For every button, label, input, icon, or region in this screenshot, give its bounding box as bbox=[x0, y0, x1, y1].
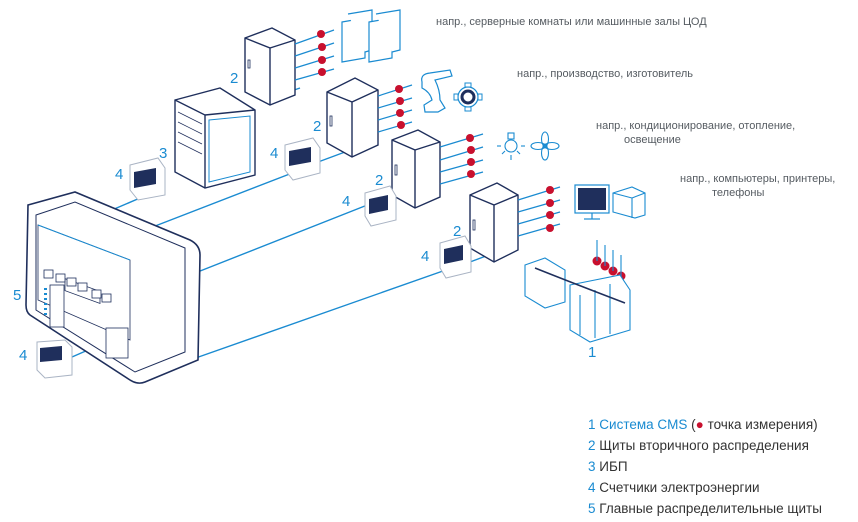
note-production: напр., производство, изготовитель bbox=[517, 68, 693, 80]
gear-icon bbox=[453, 82, 483, 112]
note-office-line2: телефоны bbox=[712, 187, 765, 199]
callout-meter-4: 4 bbox=[421, 248, 430, 265]
note-server-rooms: напр., серверные комнаты или машинные за… bbox=[436, 16, 707, 28]
legend-label: Главные распределительные щиты bbox=[599, 501, 822, 516]
note-hvac-line2: освещение bbox=[624, 134, 681, 146]
callout-subdist-4: 2 bbox=[453, 223, 462, 240]
note-hvac: напр., кондиционирование, отопление, осв… bbox=[596, 119, 795, 147]
legend-num: 1 bbox=[588, 417, 596, 432]
legend-item-subdist: 2 Щиты вторичного распределения bbox=[588, 435, 822, 456]
printer-icon bbox=[612, 186, 646, 219]
legend-num: 3 bbox=[588, 459, 596, 474]
note-office-line1: напр., компьютеры, принтеры, bbox=[680, 173, 836, 185]
callout-subdist-2: 2 bbox=[313, 118, 322, 135]
feeders bbox=[294, 29, 561, 237]
callout-meter-2: 4 bbox=[270, 145, 279, 162]
note-office: напр., компьютеры, принтеры, телефоны bbox=[680, 172, 835, 200]
legend-item-ups: 3 ИБП bbox=[588, 456, 822, 477]
ups-unit bbox=[174, 87, 256, 189]
callout-meter-1: 4 bbox=[115, 166, 124, 183]
legend-num: 2 bbox=[588, 438, 596, 453]
legend-label: Щиты вторичного распределения bbox=[599, 438, 809, 453]
callout-ups: 3 bbox=[159, 145, 168, 162]
cms-system bbox=[524, 240, 631, 343]
legend-label: Счетчики электроэнергии bbox=[599, 480, 760, 495]
legend-item-main: 5 Главные распределительные щиты bbox=[588, 498, 822, 519]
monitor-icon bbox=[574, 184, 610, 220]
callout-main: 5 bbox=[13, 287, 22, 304]
legend-paren: ( bbox=[687, 417, 696, 432]
legend-num: 5 bbox=[588, 501, 596, 516]
callout-meter-5: 4 bbox=[19, 347, 28, 364]
subdistribution-cabinets bbox=[244, 27, 519, 263]
callout-subdist-3: 2 bbox=[375, 172, 384, 189]
light-bulb-icon bbox=[497, 132, 525, 160]
legend-label: ИБП bbox=[599, 459, 628, 474]
note-hvac-line1: напр., кондиционирование, отопление, bbox=[596, 120, 796, 132]
legend-item-cms: 1 Система CMS (● точка измерения) bbox=[588, 414, 822, 435]
legend-num: 4 bbox=[588, 480, 596, 495]
main-distribution-board bbox=[25, 191, 201, 384]
server-racks-icon bbox=[341, 9, 401, 63]
legend: 1 Система CMS (● точка измерения) 2 Щиты… bbox=[588, 414, 822, 519]
legend-item-meters: 4 Счетчики электроэнергии bbox=[588, 477, 822, 498]
legend-dot-label: точка измерения) bbox=[703, 417, 818, 432]
energy-meters bbox=[36, 137, 472, 379]
callout-cms: 1 bbox=[588, 344, 597, 361]
callout-meter-3: 4 bbox=[342, 193, 351, 210]
fan-icon bbox=[530, 131, 560, 161]
callout-subdist-1: 2 bbox=[230, 70, 239, 87]
robot-arm-icon bbox=[421, 69, 453, 113]
legend-label: Система CMS bbox=[599, 417, 688, 432]
measurement-dot-icon: ● bbox=[695, 417, 704, 432]
